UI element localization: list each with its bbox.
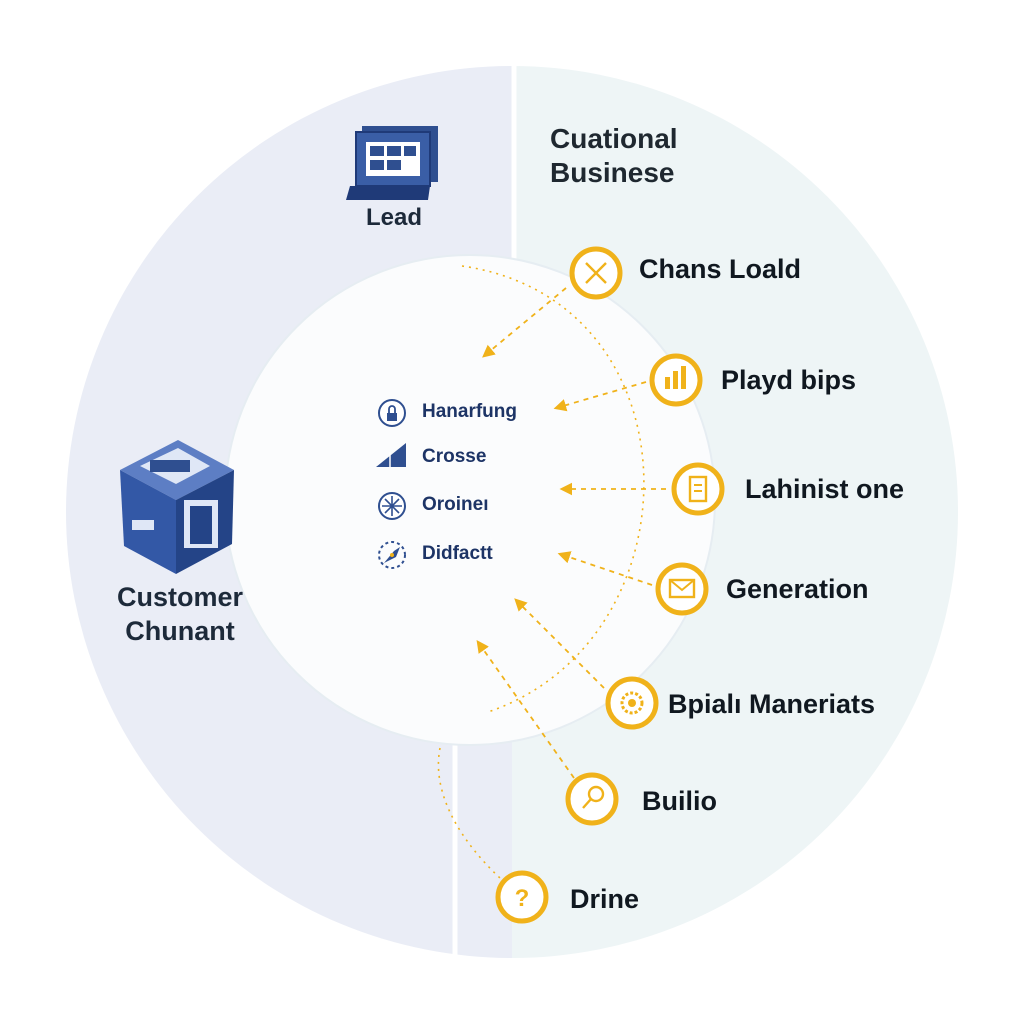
business-title-line-1: Cuational (550, 123, 678, 154)
center-item-label: Didfactt (422, 543, 493, 564)
outer-item-label: Playd bips (721, 365, 857, 395)
magnifier-icon (565, 772, 619, 826)
business-title-line-2: Businese (550, 157, 675, 188)
center-item-label: Hanarfung (422, 401, 517, 422)
bar-chart-icon (649, 353, 703, 407)
outer-item-label: Drine (570, 884, 640, 914)
center-item-label: Oroineı (422, 494, 489, 515)
question-icon: ? (495, 870, 549, 924)
customer-label-line-1: Customer (116, 582, 244, 612)
crossed-arrows-icon (569, 246, 623, 300)
dotted-arc-lower (437, 747, 501, 879)
outer-item-label: Chans Loald (639, 254, 802, 284)
envelope-icon (655, 562, 709, 616)
triangle-icon (376, 443, 406, 467)
arrow-4 (557, 551, 653, 586)
outer-item-label: Builio (642, 786, 717, 816)
dashed-compass-icon (378, 541, 406, 569)
arrow-6 (476, 639, 575, 779)
flow-arrows (476, 287, 666, 779)
customer-label-line-2: Chunant (125, 616, 235, 646)
business-title: Cuational Businese (550, 122, 678, 190)
right-ring-half (512, 66, 958, 958)
dotted-arc (461, 265, 645, 713)
outer-item-label: Lahinist one (745, 474, 905, 504)
laptop-icon (346, 126, 438, 200)
outer-item-label: Bpialı Maneriats (668, 689, 876, 719)
arrow-5 (514, 598, 605, 689)
svg-text:?: ? (515, 885, 530, 912)
outer-item-label: Generation (726, 574, 869, 604)
customer-label: Customer Chunant (80, 580, 280, 648)
gear-icon (605, 676, 659, 730)
arrow-1 (482, 287, 567, 358)
compass-icon (378, 492, 406, 520)
center-item-label: Crosse (422, 446, 487, 467)
box-icon (120, 440, 234, 574)
lead-label: Lead (365, 204, 422, 231)
document-icon (671, 462, 725, 516)
lock-icon (378, 399, 406, 427)
